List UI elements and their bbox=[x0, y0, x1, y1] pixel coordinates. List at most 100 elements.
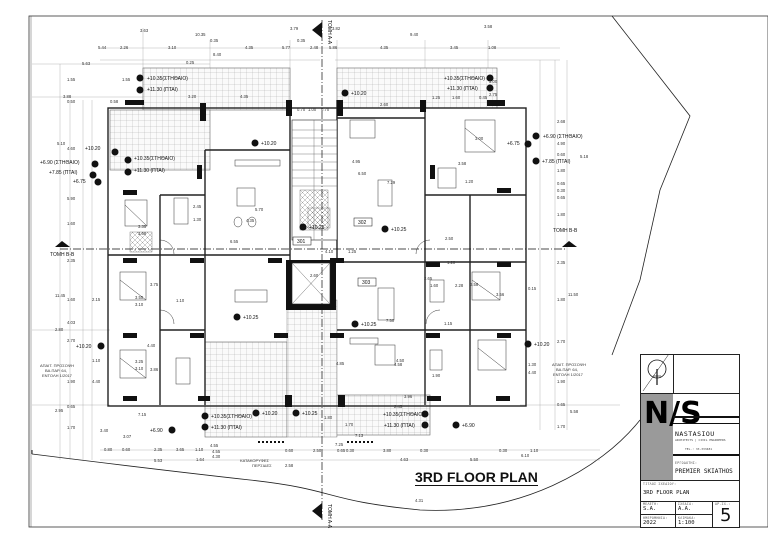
svg-text:+10.20: +10.20 bbox=[261, 141, 277, 147]
svg-text:2.70: 2.70 bbox=[557, 339, 566, 344]
svg-text:+10.35(ΣΤΗΘΑΙΟ): +10.35(ΣΤΗΘΑΙΟ) bbox=[444, 76, 485, 82]
svg-text:2.75: 2.75 bbox=[489, 92, 498, 97]
svg-text:4.95: 4.95 bbox=[352, 159, 361, 164]
svg-text:0.65: 0.65 bbox=[67, 404, 76, 409]
svg-text:+6.75: +6.75 bbox=[507, 141, 520, 147]
svg-text:0.60: 0.60 bbox=[557, 152, 566, 157]
company-block: NASTASIOU ARCHITECTS | CIVIL ENGINEERS T… bbox=[673, 394, 739, 480]
svg-text:1.00: 1.00 bbox=[308, 107, 317, 112]
svg-text:4.63: 4.63 bbox=[400, 457, 409, 462]
svg-text:2.95: 2.95 bbox=[55, 408, 64, 413]
svg-text:5.90: 5.90 bbox=[67, 196, 76, 201]
svg-text:+11.30 (ΠΤΑΙ): +11.30 (ΠΤΑΙ) bbox=[384, 423, 415, 429]
svg-text:1.80: 1.80 bbox=[324, 415, 333, 420]
svg-text:7.13: 7.13 bbox=[355, 433, 364, 438]
svg-text:0.30: 0.30 bbox=[346, 448, 355, 453]
svg-text:ΠΕΡΣΙΔΕΣ: ΠΕΡΣΙΔΕΣ bbox=[252, 463, 272, 468]
scale-value: 1:100 bbox=[678, 520, 695, 526]
pergola-note: ΚΑΤΑΚΟΡΥΦΕΣ ΠΕΡΣΙΔΕΣ bbox=[240, 458, 272, 468]
svg-text:4.40: 4.40 bbox=[528, 370, 537, 375]
title-block: N/S NASTASIOU ARCHITECTS | CIVIL ENGINEE… bbox=[640, 350, 740, 528]
section-marker-a-a-bottom: ΤΟΜΗ Α-Α bbox=[312, 503, 332, 529]
svg-text:0.60: 0.60 bbox=[285, 448, 294, 453]
setback-note-left: ΑΠΑΙΤ. ΠΡΟΣΟΨΗ ΒΑ.ΠΑΡ. 64, ΕΝΤΟΛΗ 1/2017 bbox=[40, 363, 74, 378]
svg-text:1.25: 1.25 bbox=[432, 95, 441, 100]
north-arrow-row bbox=[641, 350, 739, 394]
drawing-title-cell: ΤΙΤΛΟΣ ΣΧΕΔΙΟΥ: 3RD FLOOR PLAN bbox=[641, 480, 739, 502]
svg-text:4.40: 4.40 bbox=[92, 379, 101, 384]
svg-text:ΑΠΑΙΤ. ΠΡΟΣΟΨΗ: ΑΠΑΙΤ. ΠΡΟΣΟΨΗ bbox=[552, 362, 586, 367]
divider bbox=[673, 423, 739, 424]
svg-text:+7.85 (ΠΤΑΙ): +7.85 (ΠΤΑΙ) bbox=[49, 170, 78, 176]
svg-text:8.40: 8.40 bbox=[213, 52, 222, 57]
svg-text:0.65: 0.65 bbox=[557, 402, 566, 407]
svg-text:2.70: 2.70 bbox=[67, 338, 76, 343]
svg-text:ΤΟΜΗ Β-Β: ΤΟΜΗ Β-Β bbox=[553, 228, 578, 234]
room-tag-302: 302 bbox=[353, 217, 373, 227]
svg-text:1.80: 1.80 bbox=[557, 297, 566, 302]
svg-text:0.30: 0.30 bbox=[499, 448, 508, 453]
svg-text:+10.25: +10.25 bbox=[391, 227, 407, 233]
svg-text:ΕΝΤΟΛΗ 1/2017: ΕΝΤΟΛΗ 1/2017 bbox=[42, 373, 73, 378]
svg-text:4.85: 4.85 bbox=[336, 361, 345, 366]
sheet-number-label: ΑΡ.ΣΧ.: bbox=[715, 502, 731, 506]
svg-text:303: 303 bbox=[362, 280, 371, 286]
sheet-number: 5 bbox=[720, 505, 732, 526]
svg-text:+6.90 (ΣΤΗΘΑΙΟ): +6.90 (ΣΤΗΘΑΙΟ) bbox=[40, 160, 80, 166]
svg-text:3.10: 3.10 bbox=[135, 366, 144, 371]
svg-text:+10.20: +10.20 bbox=[262, 411, 278, 417]
section-marker-b-b-right: ΤΟΜΗ Β-Β bbox=[553, 228, 578, 247]
svg-text:5.63: 5.63 bbox=[82, 61, 91, 66]
drawn-label: ΣΧΕΔΙΑ: bbox=[678, 502, 694, 506]
dimension-texts: 3.63 10.35 5.44 2.26 3.10 4.35 0.35 8.40… bbox=[55, 24, 589, 503]
scale-label: ΚΛΙΜΑΚΑ: bbox=[678, 516, 696, 520]
svg-text:3.50: 3.50 bbox=[135, 295, 144, 300]
svg-text:ΒΑ.ΠΑΡ. 64,: ΒΑ.ΠΑΡ. 64, bbox=[556, 367, 578, 372]
company-phone: TEL.: 33-333481 bbox=[685, 447, 713, 451]
svg-text:3.10: 3.10 bbox=[135, 302, 144, 307]
svg-text:0.35: 0.35 bbox=[297, 38, 306, 43]
svg-text:+7.85 (ΠΤΑΙ): +7.85 (ΠΤΑΙ) bbox=[542, 159, 571, 165]
svg-text:4.35: 4.35 bbox=[380, 45, 389, 50]
svg-text:3.80: 3.80 bbox=[383, 448, 392, 453]
terrace-top-right bbox=[336, 67, 498, 109]
company-name: NASTASIOU bbox=[675, 430, 715, 438]
svg-text:ΑΠΑΙΤ. ΠΡΟΣΟΨΗ: ΑΠΑΙΤ. ΠΡΟΣΟΨΗ bbox=[40, 363, 74, 368]
level-markers bbox=[89, 74, 540, 434]
svg-text:4.50: 4.50 bbox=[396, 358, 405, 363]
scale-cell: ΚΛΙΜΑΚΑ: 1:100 bbox=[676, 515, 713, 527]
svg-text:3.82: 3.82 bbox=[332, 26, 341, 31]
svg-text:0.80: 0.80 bbox=[104, 447, 113, 452]
svg-text:0.58: 0.58 bbox=[110, 99, 119, 104]
svg-text:2.50: 2.50 bbox=[445, 236, 454, 241]
svg-text:0.30: 0.30 bbox=[420, 448, 429, 453]
north-arrow-cell bbox=[641, 350, 674, 393]
svg-text:1.90: 1.90 bbox=[557, 379, 566, 384]
svg-text:3.20: 3.20 bbox=[188, 94, 197, 99]
svg-text:1.08: 1.08 bbox=[488, 45, 497, 50]
svg-text:7.29: 7.29 bbox=[387, 180, 396, 185]
svg-text:1.10: 1.10 bbox=[176, 298, 185, 303]
svg-text:3.75: 3.75 bbox=[150, 282, 159, 287]
svg-text:9.40: 9.40 bbox=[410, 32, 419, 37]
svg-text:2.50: 2.50 bbox=[313, 448, 322, 453]
svg-text:5.58: 5.58 bbox=[570, 409, 579, 414]
svg-text:2.60: 2.60 bbox=[380, 102, 389, 107]
setback-note-right: ΑΠΑΙΤ. ΠΡΟΣΟΨΗ ΒΑ.ΠΑΡ. 64, ΕΝΤΟΛΗ 1/2017 bbox=[552, 362, 586, 377]
svg-text:5.10: 5.10 bbox=[57, 141, 66, 146]
svg-text:0.65: 0.65 bbox=[557, 181, 566, 186]
svg-text:0.35: 0.35 bbox=[210, 38, 219, 43]
svg-text:3.10: 3.10 bbox=[168, 45, 177, 50]
svg-text:11.45: 11.45 bbox=[55, 293, 66, 298]
svg-text:+10.25: +10.25 bbox=[302, 411, 318, 417]
svg-text:1.10: 1.10 bbox=[195, 447, 204, 452]
section-marker-a-a-top: ΤΟΜΗ Α-Α bbox=[312, 20, 332, 45]
svg-text:4.55: 4.55 bbox=[212, 449, 221, 454]
svg-text:2.15: 2.15 bbox=[92, 297, 101, 302]
svg-text:3.56: 3.56 bbox=[496, 292, 505, 297]
study-value: S.A. bbox=[643, 506, 657, 512]
svg-text:2.45: 2.45 bbox=[193, 204, 202, 209]
svg-text:+11.30 (ΠΤΑΙ): +11.30 (ΠΤΑΙ) bbox=[134, 168, 165, 174]
svg-text:4.35: 4.35 bbox=[240, 94, 249, 99]
